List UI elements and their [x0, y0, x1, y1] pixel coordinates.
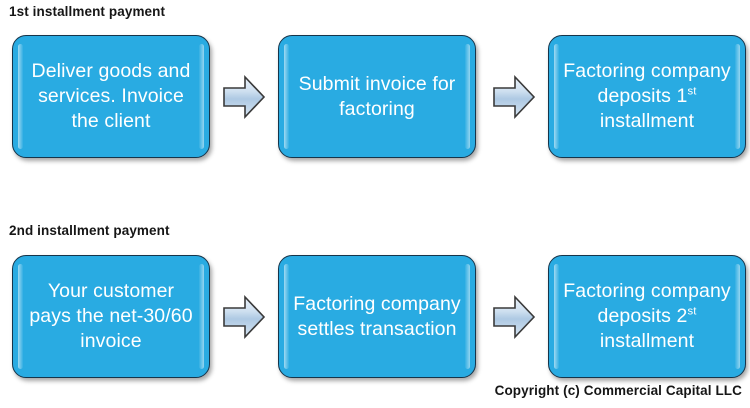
- process-step-submit-invoice: Submit invoice for factoring: [278, 35, 476, 158]
- arrow-right-icon: [222, 74, 266, 120]
- arrow-right-icon: [222, 294, 266, 340]
- process-step-settles-transaction: Factoring company settles transaction: [278, 255, 476, 378]
- copyright-notice: Copyright (c) Commercial Capital LLC: [494, 383, 742, 398]
- process-step-text-main: Factoring company deposits 1: [563, 60, 731, 107]
- process-step-label: Submit invoice for factoring: [298, 72, 456, 120]
- process-step-label: Deliver goods and services. Invoice the …: [31, 60, 191, 132]
- arrow-right-icon: [492, 294, 536, 340]
- process-step-label: Factoring company settles transaction: [293, 292, 461, 340]
- process-step-deposit-second-installment: Factoring company deposits 2st installme…: [548, 255, 746, 378]
- process-step-label: Your customer pays the net-30/60 invoice: [29, 280, 193, 352]
- process-step-deposit-first-installment: Factoring company deposits 1st installme…: [548, 35, 746, 158]
- process-step-text-main: Factoring company deposits 2: [563, 280, 731, 327]
- ordinal-suffix: st: [687, 85, 697, 98]
- section-title-second-installment: 2nd installment payment: [9, 223, 170, 238]
- process-step-text-tail: installment: [599, 110, 695, 132]
- ordinal-suffix: st: [687, 305, 697, 318]
- process-step-text-tail: installment: [599, 330, 695, 352]
- section-title-first-installment: 1st installment payment: [9, 4, 166, 19]
- arrow-right-icon: [492, 74, 536, 120]
- process-step-deliver-goods: Deliver goods and services. Invoice the …: [12, 35, 210, 158]
- process-step-customer-pays: Your customer pays the net-30/60 invoice: [12, 255, 210, 378]
- process-step-label: Factoring company deposits 2st installme…: [549, 279, 745, 354]
- process-step-label: Factoring company deposits 1st installme…: [549, 59, 745, 134]
